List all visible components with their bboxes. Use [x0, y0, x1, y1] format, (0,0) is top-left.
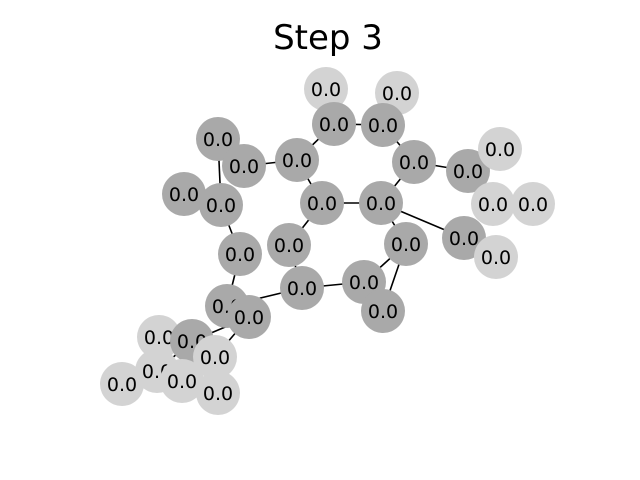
graph-node: 0.0 [280, 266, 324, 310]
node-label: 0.0 [287, 278, 317, 300]
node-label: 0.0 [107, 374, 137, 396]
node-label: 0.0 [307, 193, 337, 215]
node-label: 0.0 [225, 244, 255, 266]
graph-node: 0.0 [471, 182, 515, 226]
graph-node: 0.0 [361, 103, 405, 147]
graph-node: 0.0 [222, 144, 266, 188]
graph-node: 0.0 [304, 67, 348, 111]
node-circle [193, 335, 237, 379]
node-label: 0.0 [144, 327, 174, 349]
node-label: 0.0 [478, 194, 508, 216]
node-circle [474, 235, 518, 279]
node-circle [199, 183, 243, 227]
node-label: 0.0 [453, 161, 483, 183]
node-circle [218, 232, 262, 276]
node-circle [280, 266, 324, 310]
graph-node: 0.0 [196, 371, 240, 415]
node-circle [196, 371, 240, 415]
node-circle [267, 223, 311, 267]
node-circle [300, 181, 344, 225]
graph-node: 0.0 [160, 359, 204, 403]
node-label: 0.0 [311, 79, 341, 101]
graph-node: 0.0 [267, 223, 311, 267]
node-label: 0.0 [518, 194, 548, 216]
graph-node: 0.0 [478, 127, 522, 171]
graph-node: 0.0 [199, 183, 243, 227]
node-label: 0.0 [319, 114, 349, 136]
node-label: 0.0 [399, 152, 429, 174]
node-circle [384, 222, 428, 266]
node-circle [162, 172, 206, 216]
node-circle [275, 138, 319, 182]
node-label: 0.0 [282, 150, 312, 172]
node-circle [446, 149, 490, 193]
graph-node: 0.0 [442, 216, 486, 260]
node-label: 0.0 [167, 371, 197, 393]
node-label: 0.0 [481, 247, 511, 269]
node-label: 0.0 [229, 156, 259, 178]
graph-node: 0.0 [227, 295, 271, 339]
node-circle [361, 103, 405, 147]
graph-node: 0.0 [511, 182, 555, 226]
graph-node: 0.0 [361, 289, 405, 333]
node-label: 0.0 [169, 184, 199, 206]
graph-node: 0.0 [275, 138, 319, 182]
node-label: 0.0 [203, 129, 233, 151]
node-circle [511, 182, 555, 226]
node-circle [361, 289, 405, 333]
graph-node: 0.0 [312, 102, 356, 146]
graph-node: 0.0 [446, 149, 490, 193]
node-circle [478, 127, 522, 171]
node-circle [227, 295, 271, 339]
node-label: 0.0 [200, 347, 230, 369]
graph-node: 0.0 [392, 140, 436, 184]
node-circle [392, 140, 436, 184]
node-label: 0.0 [366, 193, 396, 215]
graph-node: 0.0 [193, 335, 237, 379]
node-label: 0.0 [206, 195, 236, 217]
graph-node: 0.0 [137, 315, 181, 359]
node-label: 0.0 [274, 235, 304, 257]
graph-node: 0.0 [474, 235, 518, 279]
node-circle [471, 182, 515, 226]
node-circle [160, 359, 204, 403]
node-label: 0.0 [203, 383, 233, 405]
node-circle [442, 216, 486, 260]
node-circle [222, 144, 266, 188]
graph-node: 0.0 [100, 362, 144, 406]
node-label: 0.0 [391, 234, 421, 256]
graph-node: 0.0 [162, 172, 206, 216]
node-circle [312, 102, 356, 146]
node-label: 0.0 [368, 301, 398, 323]
node-label: 0.0 [485, 139, 515, 161]
node-label: 0.0 [368, 115, 398, 137]
node-label: 0.0 [382, 83, 412, 105]
node-circle [304, 67, 348, 111]
node-circle [359, 181, 403, 225]
node-label: 0.0 [234, 307, 264, 329]
node-circle [100, 362, 144, 406]
node-label: 0.0 [349, 272, 379, 294]
graph-node: 0.0 [300, 181, 344, 225]
node-label: 0.0 [449, 228, 479, 250]
graph-node: 0.0 [384, 222, 428, 266]
chart-title: Step 3 [273, 18, 383, 58]
graph-node: 0.0 [359, 181, 403, 225]
graph-node: 0.0 [218, 232, 262, 276]
node-circle [137, 315, 181, 359]
